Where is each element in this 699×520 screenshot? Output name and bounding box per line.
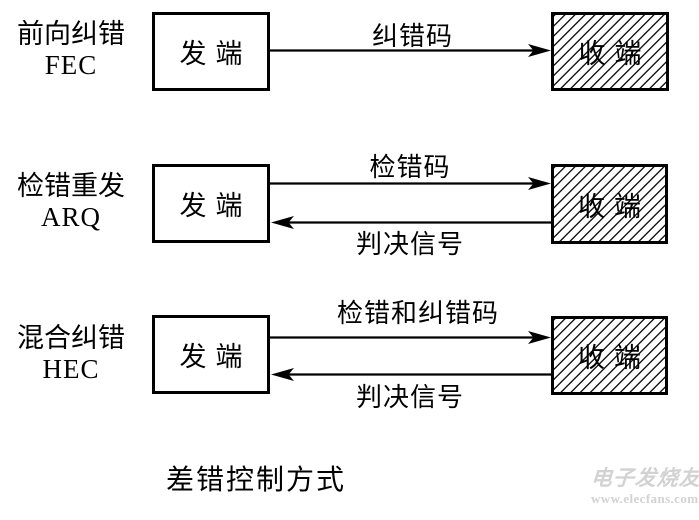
sender-box-hec-label: 发端 [179,342,252,372]
receiver-box-hec: 收端 [551,316,668,395]
arq-return-arrowhead [271,216,294,229]
method-label-fec: 前向纠错 FEC [4,19,138,81]
hec-return-arrowhead [271,368,294,381]
watermark-brand-text: 电子发烧友 [590,466,699,490]
receiver-box-hec-label: 收端 [578,343,650,373]
sender-box-fec-label: 发端 [179,39,252,69]
sender-box-hec: 发端 [152,315,270,394]
return-signal-label-arq: 判决信号 [355,230,464,259]
method-abbr-fec: FEC [44,50,98,80]
sender-box-arq-label: 发端 [179,191,252,221]
watermark: 电子发烧友 www.elecfans.com [590,466,699,507]
watermark-url-text: www.elecfans.com [591,491,699,507]
forward-code-label-hec: 检错和纠错码 [336,299,499,328]
fec-forward-arrowhead [528,44,551,57]
method-name-hec: 混合纠错 [17,323,125,353]
method-abbr-arq: ARQ [40,202,101,232]
sender-box-arq: 发端 [152,164,270,243]
sender-box-fec: 发端 [152,12,270,91]
diagram-title: 差错控制方式 [165,465,346,496]
forward-code-label-arq: 检错码 [369,153,451,182]
receiver-box-arq-label: 收端 [578,191,650,222]
receiver-box-fec-label: 收端 [578,39,651,69]
arq-forward-arrowhead [528,177,551,190]
receiver-box-arq: 收端 [551,164,668,244]
method-name-arq: 检错重发 [17,171,125,201]
hec-forward-arrowhead [528,331,551,344]
forward-code-label-fec: 纠错码 [371,22,453,51]
return-signal-label-hec: 判决信号 [355,383,464,412]
method-label-hec: 混合纠错 HEC [4,323,138,385]
receiver-box-fec: 收端 [551,12,669,91]
method-label-arq: 检错重发 ARQ [4,171,138,233]
method-name-fec: 前向纠错 [17,19,125,49]
method-abbr-hec: HEC [42,354,100,384]
